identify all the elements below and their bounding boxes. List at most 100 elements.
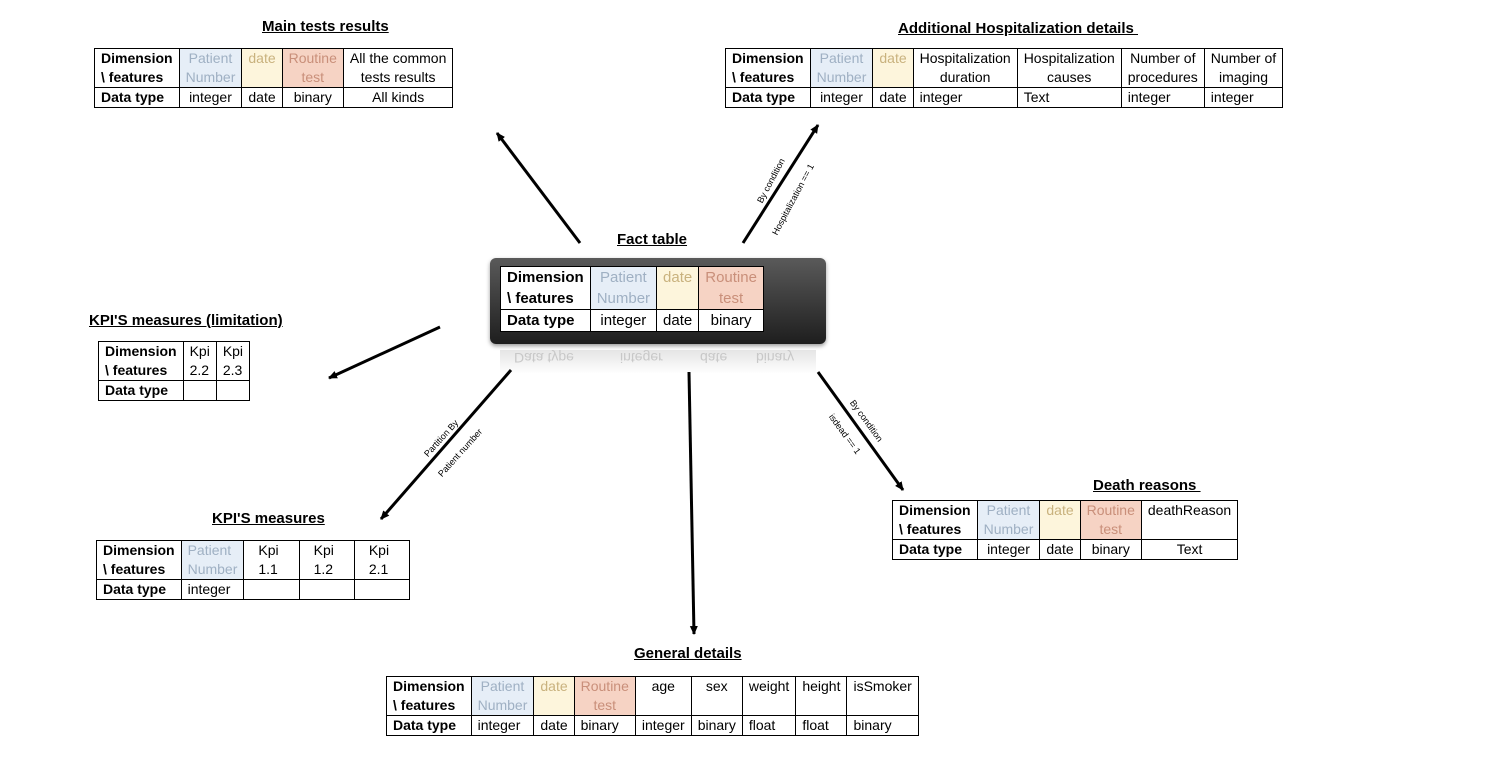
type-cell: date — [656, 309, 700, 332]
type-cell: Text — [1140, 539, 1239, 560]
kpi-limitation-table: Dimension \ features Kpi 2.2 Kpi 2.3 Dat… — [98, 341, 251, 401]
common-tests-cell: All the common tests results — [342, 48, 454, 88]
arrow-to-death — [816, 371, 905, 491]
kpi-cell: Kpi 2.2 — [182, 341, 217, 381]
date-cell: date — [533, 676, 575, 716]
reflection-text: binary — [756, 350, 795, 366]
kpi-limitation-title: KPI'S measures (limitation) — [89, 312, 283, 329]
death-reason-cell: deathReason — [1140, 500, 1239, 540]
date-cell: date — [872, 48, 914, 88]
fact-table-title: Fact table — [617, 231, 688, 248]
patient-number-cell: Patient Number — [589, 266, 658, 310]
patient-number-cell: Patient Number — [809, 48, 874, 88]
is-smoker-cell: isSmoker — [846, 676, 919, 716]
arrow-to-kpi-limitation — [328, 325, 441, 380]
empty-cell — [243, 579, 300, 600]
data-type-label: Data type — [386, 715, 472, 736]
fact-table-reflection: Data type integer date binary — [500, 350, 816, 374]
header-cell: Dimension \ features — [725, 48, 811, 88]
reflection-text: Data type — [514, 350, 574, 366]
kpi-table: Dimension \ features Patient Number Kpi … — [96, 540, 411, 600]
patient-number-cell: Patient Number — [178, 48, 243, 88]
data-type-label: Data type — [892, 539, 978, 560]
empty-cell — [298, 579, 355, 600]
header-cell: Dimension \ features — [96, 540, 182, 580]
routine-test-cell: Routine test — [698, 266, 764, 310]
empty-cell — [215, 380, 251, 401]
type-cell: binary — [1079, 539, 1142, 560]
kpi-cell: Kpi 2.3 — [215, 341, 251, 381]
type-cell: integer — [976, 539, 1041, 560]
general-details-title: General details — [634, 645, 742, 662]
kpi-title: KPI'S measures — [212, 510, 325, 527]
header-cell: Dimension \ features — [892, 500, 978, 540]
type-cell: All kinds — [342, 87, 454, 108]
procedures-cell: Number of procedures — [1120, 48, 1205, 88]
hospitalization-title: Additional Hospitalization details — [898, 20, 1139, 37]
type-cell: binary — [281, 87, 344, 108]
type-cell: integer — [180, 579, 245, 600]
hospitalization-table: Dimension \ features Patient Number date… — [725, 48, 1284, 108]
type-cell: float — [795, 715, 848, 736]
date-cell: date — [241, 48, 283, 88]
arrow-to-hospitalization — [741, 124, 820, 244]
duration-cell: Hospitalization duration — [912, 48, 1018, 88]
type-cell: integer — [589, 309, 658, 332]
empty-cell — [182, 380, 217, 401]
age-cell: age — [634, 676, 692, 716]
data-type-label: Data type — [500, 309, 591, 332]
type-cell: integer — [470, 715, 535, 736]
type-cell: integer — [912, 87, 1018, 108]
data-type-label: Data type — [98, 380, 184, 401]
type-cell: Text — [1016, 87, 1122, 108]
imaging-cell: Number of imaging — [1203, 48, 1284, 88]
main-tests-table: Dimension \ features Patient Number date… — [94, 48, 454, 108]
patient-number-cell: Patient Number — [976, 500, 1041, 540]
routine-test-cell: Routine test — [573, 676, 636, 716]
kpi-cell: Kpi 1.2 — [298, 540, 355, 580]
data-type-label: Data type — [94, 87, 180, 108]
main-tests-title: Main tests results — [262, 18, 389, 35]
arrow-to-general — [687, 371, 698, 635]
kpi-cell: Kpi 2.1 — [353, 540, 411, 580]
type-cell: date — [241, 87, 283, 108]
date-cell: date — [1039, 500, 1081, 540]
death-reasons-table: Dimension \ features Patient Number date… — [892, 500, 1239, 560]
header-cell: Dimension \ features — [98, 341, 184, 381]
data-type-label: Data type — [96, 579, 182, 600]
empty-cell — [353, 579, 411, 600]
data-type-label: Data type — [725, 87, 811, 108]
type-cell: binary — [698, 309, 764, 332]
reflection-text: integer — [620, 350, 663, 366]
causes-cell: Hospitalization causes — [1016, 48, 1122, 88]
type-cell: integer — [634, 715, 692, 736]
type-cell: integer — [178, 87, 243, 108]
type-cell: integer — [1120, 87, 1205, 108]
header-cell: Dimension \ features — [386, 676, 472, 716]
height-cell: height — [795, 676, 848, 716]
routine-test-cell: Routine test — [281, 48, 344, 88]
fact-table-frame: Dimension \ features Patient Number date… — [490, 258, 826, 344]
weight-cell: weight — [741, 676, 797, 716]
type-cell: integer — [1203, 87, 1284, 108]
type-cell: binary — [573, 715, 636, 736]
type-cell: date — [872, 87, 914, 108]
type-cell: integer — [809, 87, 874, 108]
patient-number-cell: Patient Number — [470, 676, 535, 716]
date-cell: date — [656, 266, 700, 310]
general-details-table: Dimension \ features Patient Number date… — [386, 676, 919, 736]
arrow-to-main-tests — [495, 132, 582, 244]
type-cell: binary — [846, 715, 919, 736]
type-cell: binary — [690, 715, 743, 736]
sex-cell: sex — [690, 676, 743, 716]
header-cell: Dimension \ features — [94, 48, 180, 88]
fact-table: Dimension \ features Patient Number date… — [500, 266, 764, 332]
death-reasons-title: Death reasons — [1093, 477, 1201, 494]
kpi-cell: Kpi 1.1 — [243, 540, 300, 580]
patient-number-cell: Patient Number — [180, 540, 245, 580]
type-cell: date — [1039, 539, 1081, 560]
reflection-text: date — [700, 350, 728, 366]
routine-test-cell: Routine test — [1079, 500, 1142, 540]
type-cell: date — [533, 715, 575, 736]
